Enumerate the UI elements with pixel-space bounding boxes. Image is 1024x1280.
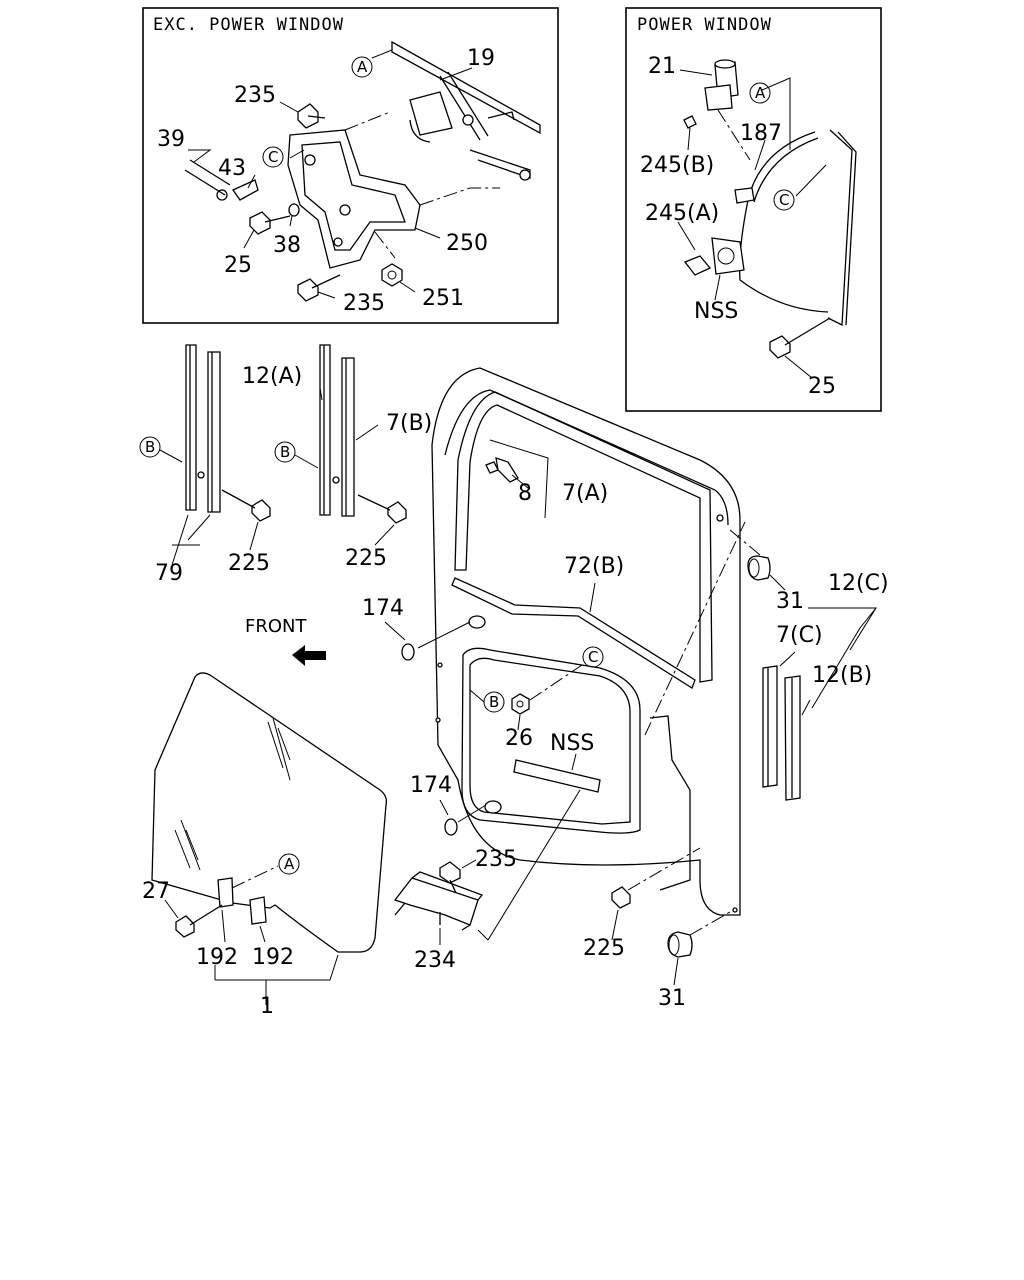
label-12B: 12(B) — [812, 663, 872, 688]
svg-text:A: A — [357, 58, 368, 76]
label-174-upper: 174 — [362, 596, 404, 621]
label-7C: 7(C) — [776, 623, 823, 648]
label-26: 26 — [505, 726, 533, 751]
label-187: 187 — [740, 121, 782, 146]
label-192-b: 192 — [252, 945, 294, 970]
label-nss-power: NSS — [694, 299, 738, 324]
callout-C-door: C — [582, 646, 604, 668]
label-25-manual: 25 — [224, 253, 252, 278]
grommet-245B — [683, 115, 697, 129]
power-window-panel: POWER WINDOW — [625, 7, 882, 412]
label-192-a: 192 — [196, 945, 238, 970]
bolt-225-b — [357, 494, 407, 524]
bolt-225-door — [611, 886, 631, 909]
label-235-top: 235 — [234, 83, 276, 108]
bumper-31-bottom — [667, 931, 693, 958]
bolt-225-a — [221, 489, 271, 522]
label-245B: 245(B) — [640, 153, 714, 178]
clip-43 — [232, 179, 259, 201]
label-7A: 7(A) — [562, 481, 608, 506]
label-79: 79 — [155, 561, 183, 586]
door-panel — [431, 367, 746, 916]
callout-B-channel-2: B — [274, 441, 296, 463]
regulator-motor-nss — [711, 237, 745, 275]
label-12C: 12(C) — [828, 571, 889, 596]
label-235-bottom: 235 — [343, 291, 385, 316]
svg-text:C: C — [779, 191, 789, 209]
label-38: 38 — [273, 233, 301, 258]
svg-text:C: C — [588, 648, 598, 666]
svg-text:A: A — [755, 84, 766, 102]
label-225-door: 225 — [583, 936, 625, 961]
cable-187 — [734, 129, 857, 327]
label-19: 19 — [467, 46, 495, 71]
label-8: 8 — [518, 481, 532, 506]
label-25-power: 25 — [808, 374, 836, 399]
label-174-lower: 174 — [410, 773, 452, 798]
clip-8 — [485, 457, 519, 483]
bumper-31-top — [747, 555, 771, 581]
bolt-235-door — [439, 861, 461, 894]
svg-text:B: B — [145, 438, 155, 456]
svg-text:A: A — [284, 855, 295, 873]
svg-text:B: B — [280, 443, 290, 461]
door-glass-1 — [151, 672, 388, 953]
bolt-25-power — [769, 317, 831, 359]
callout-A-manual: A — [351, 56, 373, 78]
motor-21 — [704, 59, 739, 111]
label-27: 27 — [142, 879, 170, 904]
run-channel-12A-7B — [319, 344, 355, 517]
glass-clip-192-b — [249, 896, 267, 925]
label-235-door: 235 — [475, 847, 517, 872]
nut-251 — [381, 263, 403, 287]
label-245A: 245(A) — [645, 201, 719, 226]
front-label: FRONT — [245, 616, 307, 637]
callout-C-power: C — [773, 189, 795, 211]
label-225-a: 225 — [228, 551, 270, 576]
power-panel-title: POWER WINDOW — [637, 15, 772, 35]
callout-C-manual: C — [262, 146, 284, 168]
label-39: 39 — [157, 127, 185, 152]
bolt-27 — [175, 904, 223, 938]
label-251: 251 — [422, 286, 464, 311]
label-43: 43 — [218, 156, 246, 181]
label-225-b: 225 — [345, 546, 387, 571]
callout-A-power: A — [749, 82, 771, 104]
bracket-245A — [683, 255, 712, 276]
label-31-bottom: 31 — [658, 986, 686, 1011]
manual-window-panel: EXC. POWER WINDOW — [142, 7, 559, 324]
weatherstrip-7C — [762, 665, 778, 788]
label-7B: 7(B) — [386, 411, 432, 436]
glass-clip-192-a — [217, 877, 234, 908]
plug-174-upper — [401, 643, 415, 661]
label-31-top: 31 — [776, 589, 804, 614]
bolt-235-bottom — [297, 274, 341, 302]
washer-38 — [288, 203, 300, 217]
run-channel-79 — [185, 344, 221, 513]
label-1: 1 — [260, 994, 274, 1019]
regulator-plate — [287, 129, 421, 269]
nut-26 — [511, 693, 530, 715]
label-nss-door: NSS — [550, 731, 594, 756]
front-arrow-icon — [292, 645, 326, 666]
plug-174-lower — [444, 818, 458, 836]
svg-text:B: B — [489, 693, 499, 711]
bolt-235-top — [297, 103, 326, 129]
svg-text:C: C — [268, 148, 278, 166]
bracket-234 — [393, 871, 484, 931]
weatherstrip-12B — [784, 675, 801, 801]
label-250: 250 — [446, 231, 488, 256]
label-234: 234 — [414, 948, 456, 973]
regulator-arm-19 — [391, 40, 541, 181]
callout-A-glass: A — [278, 853, 300, 875]
manual-panel-title: EXC. POWER WINDOW — [153, 15, 344, 35]
handle-39 — [184, 159, 231, 201]
bolt-25 — [249, 211, 291, 235]
label-21: 21 — [648, 54, 676, 79]
label-12A: 12(A) — [242, 364, 302, 389]
label-72B: 72(B) — [564, 554, 624, 579]
callout-B-door: B — [483, 691, 505, 713]
callout-B-channel-1: B — [139, 436, 161, 458]
